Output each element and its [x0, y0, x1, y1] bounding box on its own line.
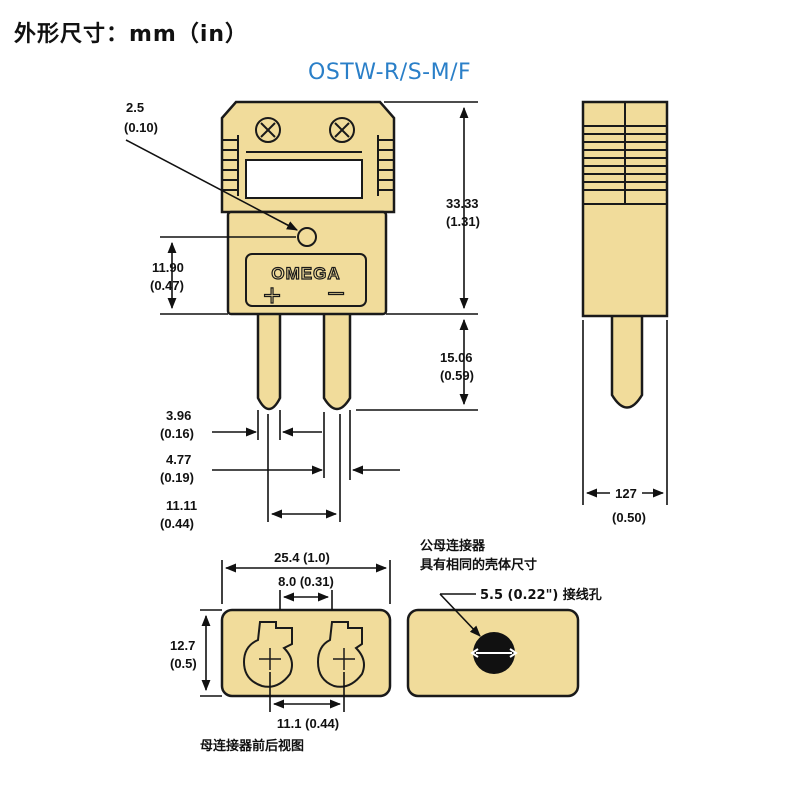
fins-right: [377, 135, 394, 196]
dim-hole-mm: 2.5: [126, 100, 144, 115]
dim-pin-span-mm: 11.11: [166, 498, 197, 513]
socket-right: [316, 621, 365, 688]
dim-face-height-in: (0.5): [170, 656, 197, 671]
dim-hole-in: (0.10): [124, 120, 158, 135]
rear-view: 5.5 (0.22") 接线孔 公母连接器 具有相同的壳体尺寸: [406, 538, 602, 698]
fins-left: [222, 135, 239, 196]
side-view: 127 (0.50): [581, 100, 669, 525]
dim-pin-width-in: (0.16): [160, 426, 194, 441]
screw-right-icon: [329, 117, 355, 143]
dim-body-height-mm: 33.33: [446, 196, 479, 211]
screw-left-icon: [255, 117, 281, 143]
dim-body-height-in: (1.31): [446, 214, 480, 229]
dim-side-width-in: (0.50): [612, 510, 646, 525]
label-window: [245, 159, 363, 199]
female-view-caption: 母连接器前后视图: [200, 738, 304, 754]
page-title: 外形尺寸：mm（in）: [14, 22, 249, 47]
minus-sign: −: [326, 279, 346, 307]
shell-note-line1: 公母连接器: [420, 538, 486, 554]
dim-socket-gap: 8.0 (0.31): [278, 574, 334, 589]
pin-right: [322, 308, 352, 411]
front-view: OMEGA + −: [220, 100, 396, 411]
front-dimensions: 2.5 (0.10) 33.33 (1.31) 15.06 (0.59) 11.…: [124, 100, 480, 531]
dim-pin-length-in: (0.59): [440, 368, 474, 383]
dim-pin-span-in: (0.44): [160, 516, 194, 531]
side-fins: [583, 125, 667, 205]
face-view: 25.4 (1.0) 8.0 (0.31) 12.7 (0.5) 11.1 (0…: [170, 550, 392, 754]
wire-hole-label: 5.5 (0.22") 接线孔: [480, 587, 602, 603]
brand-plate: [245, 253, 367, 307]
brand-logo: OMEGA: [271, 264, 340, 283]
dim-pin-gap-in: (0.19): [160, 470, 194, 485]
dim-pin-length-mm: 15.06: [440, 350, 473, 365]
pin-left: [256, 308, 282, 411]
dim-pin-gap-mm: 4.77: [166, 452, 191, 467]
model-label: OSTW-R/S-M/F: [308, 60, 472, 85]
socket-left: [242, 621, 293, 688]
dim-pin-width-mm: 3.96: [166, 408, 191, 423]
dim-face-height-mm: 12.7: [170, 638, 195, 653]
dim-side-width-mm: 127: [615, 486, 637, 501]
dim-pin-offset-in: (0.47): [150, 278, 184, 293]
dim-socket-span: 11.1 (0.44): [277, 716, 339, 731]
dim-face-width: 25.4 (1.0): [274, 550, 330, 565]
shell-note-line2: 具有相同的壳体尺寸: [420, 557, 537, 573]
mounting-hole: [297, 227, 317, 247]
plus-sign: +: [262, 281, 282, 309]
side-pin: [610, 308, 644, 409]
dim-pin-offset-mm: 11.90: [152, 260, 184, 275]
